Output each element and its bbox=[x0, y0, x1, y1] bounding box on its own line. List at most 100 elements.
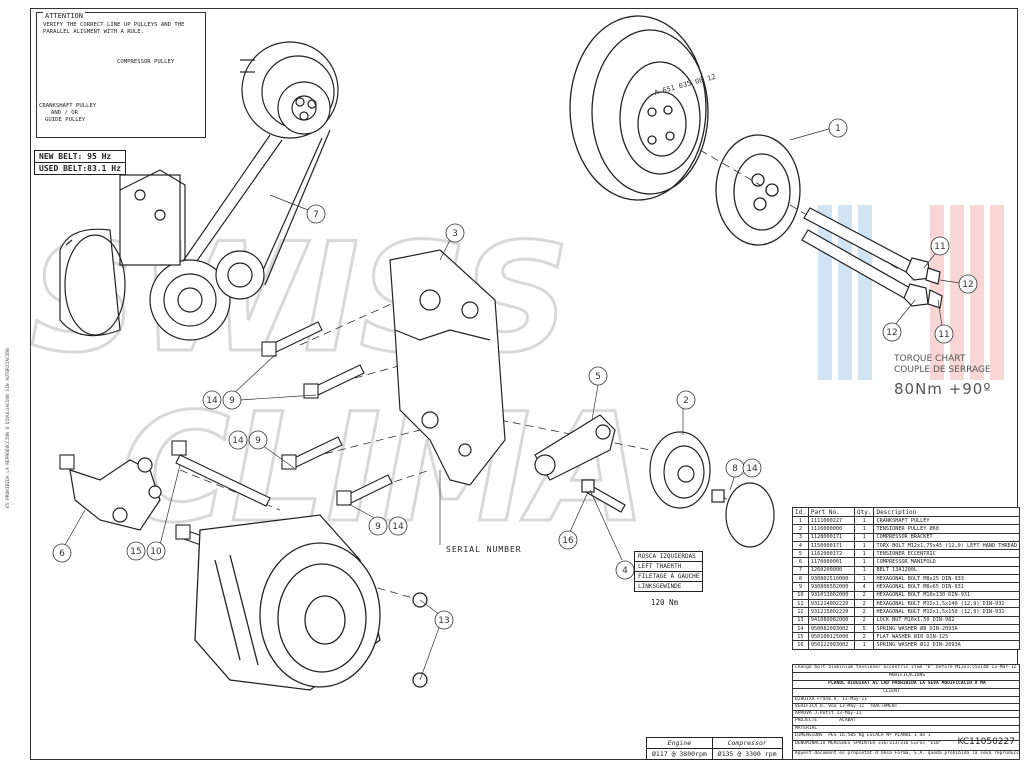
callout-1: 1 bbox=[828, 118, 848, 138]
crankshaft-label-2: AND / OR bbox=[51, 110, 78, 116]
svg-text:2: 2 bbox=[683, 396, 689, 406]
svg-text:14: 14 bbox=[232, 436, 244, 446]
callout-11b: 11 bbox=[934, 324, 954, 344]
bom-id: 13 bbox=[792, 615, 809, 625]
svg-text:12: 12 bbox=[886, 328, 897, 338]
bom-id: 3 bbox=[792, 532, 809, 542]
svg-text:13: 13 bbox=[438, 616, 449, 626]
tb-aprova: APROVA J.Petit 13-May-11 bbox=[793, 711, 1019, 718]
bom-part-no: 1111000227 bbox=[807, 515, 856, 526]
thread-label-es: ROSCA IZQUIERDAS bbox=[635, 552, 703, 562]
bom-id: 7 bbox=[792, 565, 809, 576]
bom-qty: 1 bbox=[853, 540, 875, 551]
callout-6: 6 bbox=[52, 543, 72, 563]
engine-header: Engine bbox=[646, 737, 713, 749]
tb-tractament: TRACTAMENT bbox=[869, 704, 898, 709]
bom-description: HEXAGONAL BOLT M10x130 DIN-931 bbox=[873, 590, 1020, 600]
drawing-code: KC11050227 bbox=[957, 737, 1015, 747]
attention-box: ATTENTION VERIFY THE CORRECT LINE UP PUL… bbox=[36, 12, 206, 138]
callout-13: 13 bbox=[434, 610, 454, 630]
callout-9b: 9 bbox=[248, 430, 268, 450]
bom-part-no: 931013002000 bbox=[807, 590, 856, 600]
tb-footer: Aquest document es propietat d Oksa Form… bbox=[795, 751, 1019, 756]
bom-id: 4 bbox=[792, 540, 809, 551]
callout-3: 3 bbox=[445, 223, 465, 243]
tb-material: MATERIAL bbox=[793, 726, 1019, 733]
callouts: 1 2 3 4 5 6 7 8 14 14 9 14 9 9 14 15 10 … bbox=[52, 118, 978, 630]
bom-qty: 2 bbox=[853, 607, 875, 617]
callout-8: 8 bbox=[725, 458, 745, 478]
thread-direction-box: ROSCA IZQUIERDAS LEFT THAERTH FILETAGE À… bbox=[634, 551, 704, 592]
bom-part-no: 931215002220 bbox=[807, 607, 856, 617]
tb-projecte: PROJECTE ACABAT bbox=[793, 718, 1019, 726]
callout-14a: 14 bbox=[202, 390, 222, 410]
bom-qty: 1 bbox=[853, 557, 875, 567]
bom-id: 8 bbox=[792, 574, 809, 584]
torque-value: 80Nm +90º bbox=[894, 380, 992, 398]
tensioner-parts bbox=[534, 414, 775, 548]
new-belt-frequency: NEW BELT: 95 Hz bbox=[35, 151, 125, 163]
bom-description: SPRING WASHER Ø8 DIN-2093A bbox=[873, 623, 1020, 634]
bom-qty: 1 bbox=[853, 532, 875, 542]
tb-sheet: 1 de 1 bbox=[914, 733, 931, 738]
tb-client: CLIENT bbox=[793, 689, 1019, 697]
drawing-frame bbox=[30, 8, 1018, 760]
callout-4: 4 bbox=[615, 560, 635, 580]
callout-15: 15 bbox=[126, 541, 146, 561]
attention-header: ATTENTION bbox=[43, 12, 85, 20]
compressor-manifold bbox=[69, 457, 162, 531]
svg-text:11: 11 bbox=[938, 330, 949, 340]
bom-part-no: 950122093002 bbox=[807, 640, 856, 650]
bom-description: CRANKSHAFT PULLEY bbox=[873, 515, 1020, 526]
bom-qty: 1 bbox=[853, 549, 875, 559]
svg-text:7: 7 bbox=[313, 210, 319, 220]
bom-part-no: 941080982000 bbox=[807, 615, 856, 625]
serial-number-label: SERIAL NUMBER bbox=[446, 545, 522, 554]
callout-12b: 12 bbox=[882, 322, 902, 342]
bom-qty: 1 bbox=[853, 515, 875, 526]
callout-16: 16 bbox=[558, 530, 578, 550]
bom-part-no: 1116000000 bbox=[807, 524, 856, 534]
bom-part-no: 1170000001 bbox=[807, 557, 856, 567]
compressor-body bbox=[194, 514, 428, 691]
attention-text: VERIFY THE CORRECT LINE UP PULLEYS AND T… bbox=[43, 22, 185, 35]
svg-text:8: 8 bbox=[732, 464, 738, 474]
tb-mod-note: Change bolt aluminium tensioner eccentri… bbox=[793, 665, 1019, 673]
bom-qty: 1 bbox=[853, 640, 875, 650]
tb-plan-notice: PLÀNOL DIBUIXAT AL CAD PROHIBIDA LA SEVA… bbox=[793, 681, 1019, 689]
bom-part-no: 930802510000 bbox=[807, 574, 856, 584]
bom-qty: 2 bbox=[853, 590, 875, 600]
bom-id: 14 bbox=[792, 623, 809, 634]
tb-plano: Nº PLÀNOL bbox=[886, 733, 912, 738]
bom-description: SPRING WASHER Ø12 DIN-2093A bbox=[873, 640, 1020, 650]
callout-11a: 11 bbox=[930, 236, 950, 256]
bom-qty: 4 bbox=[853, 582, 875, 592]
bom-part-no: 1162000172 bbox=[807, 549, 856, 559]
bom-qty: 5 bbox=[853, 623, 875, 634]
tb-dibuixa: DIBUIXA Frank V. 13-May-11 bbox=[793, 697, 1019, 704]
svg-text:11: 11 bbox=[934, 242, 945, 252]
bom-id: 16 bbox=[792, 640, 809, 650]
belt-assembly bbox=[59, 41, 339, 341]
bom-part-no: 1128000171 bbox=[807, 532, 856, 542]
used-belt-frequency: USED BELT:83.1 Hz bbox=[39, 164, 121, 173]
svg-text:10: 10 bbox=[150, 547, 162, 557]
callout-9a: 9 bbox=[222, 390, 242, 410]
title-block: Change bolt aluminium tensioner eccentri… bbox=[792, 664, 1020, 760]
bom-id: 15 bbox=[792, 632, 809, 642]
tb-mod-date: 13-Mar-12 bbox=[991, 665, 1017, 670]
bom-description: HEXAGONAL BOLT M8x25 DIN-933 bbox=[873, 574, 1020, 584]
tb-mod-note-text: Change bolt aluminium tensioner eccentri… bbox=[795, 665, 989, 670]
bom-part-no: 1150000171 bbox=[807, 540, 856, 551]
compressor-bracket bbox=[389, 249, 506, 486]
svg-text:14: 14 bbox=[746, 464, 758, 474]
